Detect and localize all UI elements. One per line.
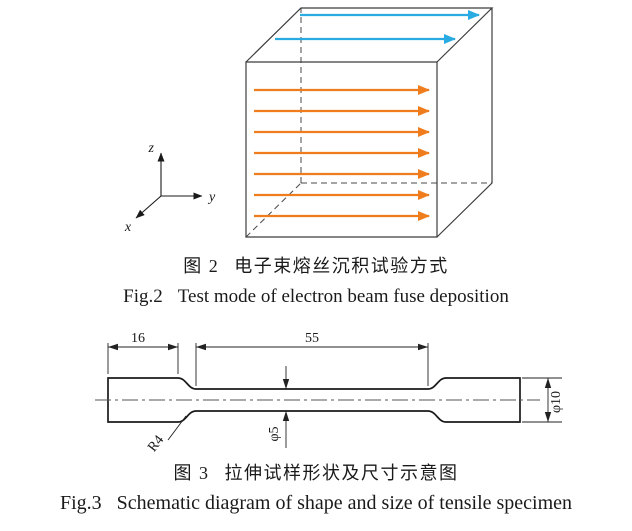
fig2-caption-en-title: Test mode of electron beam fuse depositi… <box>177 286 509 307</box>
front-face-arrows <box>254 85 430 221</box>
cube-top-face <box>245 7 494 63</box>
dim-arrowhead-icon <box>282 411 290 421</box>
cube <box>245 7 494 238</box>
fig3-caption-en-label: Fig.3 <box>59 492 102 514</box>
fig2-caption-zh: 图 2 电子束熔丝沉积试验方式 <box>0 252 632 278</box>
dim-gauge-diameter: φ5 <box>267 366 290 448</box>
dim-arrowhead-icon <box>108 343 118 351</box>
dim-arrowhead-icon <box>168 343 178 351</box>
dim-arrowhead-icon <box>544 412 552 422</box>
dim-arrowhead-icon <box>282 379 290 389</box>
dim-grip-diameter-value: φ10 <box>549 391 564 413</box>
fig2-deposition-diagram: z y x <box>124 7 494 238</box>
fig3-caption-en-title: Schematic diagram of shape and size of t… <box>116 492 573 514</box>
dim-fillet-radius-value: R4 <box>145 433 167 455</box>
axis-x <box>135 195 162 219</box>
leader-line <box>167 415 187 441</box>
axis-y-label: y <box>207 190 216 205</box>
fig2-caption-en: Fig.2 Test mode of electron beam fuse dep… <box>0 286 632 308</box>
fig3-caption-zh: 图 3 拉伸试样形状及尺寸示意图 <box>0 459 632 485</box>
fig2-caption-zh-label: 图 2 <box>183 256 220 276</box>
hidden-edge <box>245 182 302 238</box>
fig3-caption-en: Fig.3 Schematic diagram of shape and size… <box>0 492 632 515</box>
axis-x-label: x <box>124 220 132 235</box>
cube-hidden-edges <box>245 8 492 238</box>
specimen-outline <box>107 377 521 423</box>
cube-right-face <box>436 8 493 238</box>
dim-arrowhead-icon <box>418 343 428 351</box>
cube-front-face <box>245 61 438 238</box>
dim-grip-diameter: φ10 <box>522 377 564 423</box>
dim-arrowhead-icon <box>196 343 206 351</box>
coordinate-axes: z y x <box>124 141 216 235</box>
dim-gauge-length-value: 55 <box>305 331 319 346</box>
dim-arrowhead-icon <box>544 378 552 388</box>
dim-gauge-diameter-value: φ5 <box>267 426 282 441</box>
dim-grip-length-value: 16 <box>131 331 145 346</box>
dim-grip-length: 16 <box>107 331 179 374</box>
fig2-caption-en-label: Fig.2 <box>123 286 163 307</box>
fig3-caption-zh-label: 图 3 <box>173 463 210 483</box>
top-face-arrows <box>275 10 480 44</box>
fig3-specimen-drawing: 16 55 R4 φ5 <box>95 331 564 455</box>
axis-z-label: z <box>148 141 155 156</box>
fig2-caption-zh-title: 电子束熔丝沉积试验方式 <box>234 256 449 276</box>
dim-gauge-length: 55 <box>195 331 429 386</box>
fig3-caption-zh-title: 拉伸试样形状及尺寸示意图 <box>224 463 459 483</box>
